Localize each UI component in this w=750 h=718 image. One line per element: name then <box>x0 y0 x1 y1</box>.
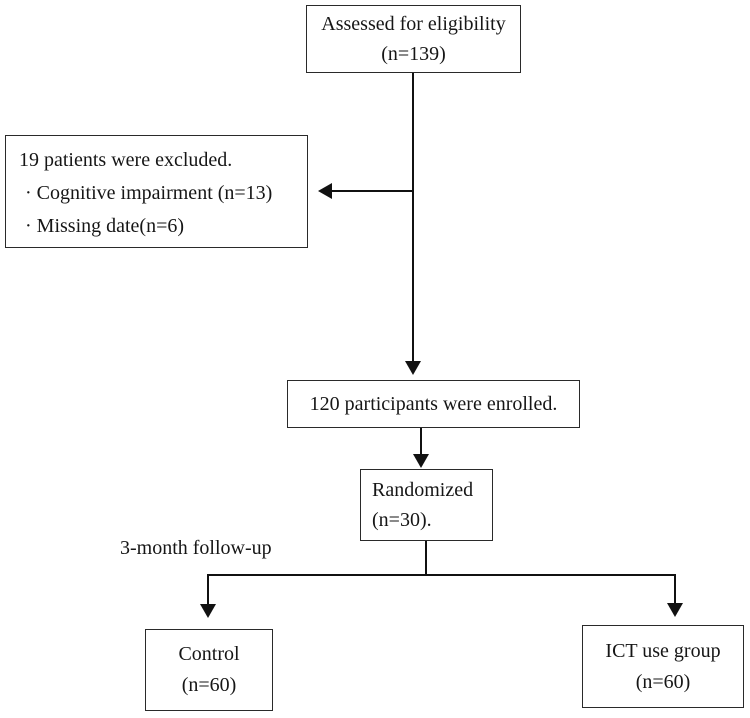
eligibility-box: Assessed for eligibility (n=139) <box>306 5 521 73</box>
connector-eligibility-enrolled <box>412 73 414 362</box>
control-n: (n=60) <box>181 674 237 696</box>
connector-branch-control <box>207 574 209 605</box>
excluded-title: 19 patients were excluded. <box>19 149 233 171</box>
ict-n: (n=60) <box>635 670 691 693</box>
arrow-down-icon <box>667 603 683 617</box>
branch-horizontal-line <box>208 574 676 576</box>
arrow-down-icon <box>200 604 216 618</box>
connector-branch-ict <box>674 574 676 604</box>
connector-randomized-branch <box>425 541 427 576</box>
excluded-reason-missing: · Missing date(n=6) <box>25 215 185 237</box>
randomized-title: Randomized <box>372 479 474 501</box>
excluded-reason-cognitive: · Cognitive impairment (n=13) <box>25 182 273 204</box>
ict-box: ICT use group (n=60) <box>582 625 744 708</box>
arrow-down-icon <box>413 454 429 468</box>
eligibility-title: Assessed for eligibility <box>321 13 506 35</box>
randomized-n: (n=30). <box>372 509 432 531</box>
control-box: Control (n=60) <box>145 629 273 711</box>
eligibility-n: (n=139) <box>381 43 446 65</box>
enrolled-box: 120 participants were enrolled. <box>287 380 580 428</box>
excluded-box: 19 patients were excluded. · Cognitive i… <box>5 135 308 248</box>
randomized-box: Randomized (n=30). <box>360 469 493 541</box>
connector-enrolled-randomized <box>420 428 422 455</box>
control-title: Control <box>178 643 240 665</box>
arrow-left-icon <box>318 183 332 199</box>
arrow-down-icon <box>405 361 421 375</box>
enrolled-title: 120 participants were enrolled. <box>309 393 558 415</box>
followup-label: 3-month follow-up <box>120 537 272 559</box>
connector-excluded <box>330 190 414 192</box>
ict-title: ICT use group <box>605 639 721 662</box>
